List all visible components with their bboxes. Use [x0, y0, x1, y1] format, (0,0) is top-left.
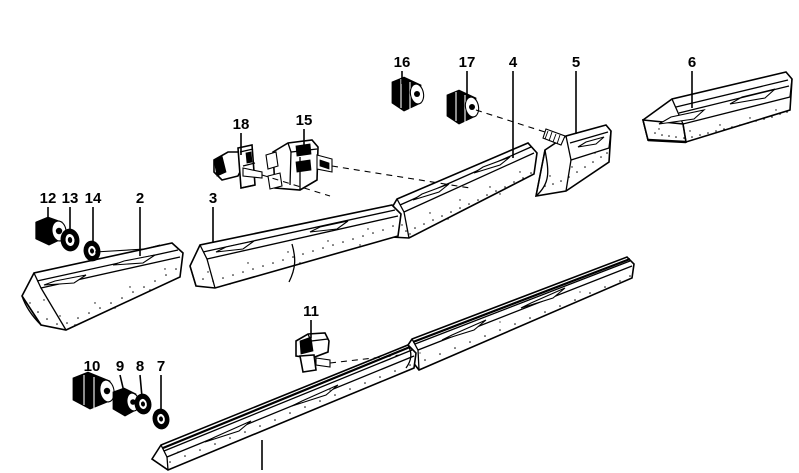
lower-rail-shading	[169, 275, 631, 463]
callout-16: 16	[394, 54, 411, 84]
callout-label-6: 6	[688, 54, 696, 71]
lower-rail-assembly	[150, 256, 635, 471]
callout-8: 8	[136, 358, 144, 398]
callout-17: 17	[459, 54, 476, 96]
part-6-front-end-cap	[641, 71, 793, 144]
callout-6: 6	[688, 54, 696, 108]
callout-label-13: 13	[62, 190, 79, 207]
callout-label-8: 8	[136, 358, 144, 375]
part-5-rear-end-cap	[534, 124, 612, 197]
part-5-stud	[542, 128, 566, 146]
callout-label-9: 9	[116, 358, 124, 375]
part-4-rocker-panel-rear-segment	[385, 142, 538, 239]
callout-13: 13	[62, 190, 79, 232]
part-6-shading	[654, 109, 788, 139]
part-17-spacer-sleeve	[446, 89, 480, 125]
callout-label-14: 14	[85, 190, 102, 207]
callout-5: 5	[572, 54, 580, 134]
callout-label-10: 10	[84, 358, 101, 375]
part-15-retaining-clip	[265, 139, 333, 191]
callout-label-2: 2	[136, 190, 144, 207]
callout-7: 7	[157, 358, 165, 411]
callout-14: 14	[85, 190, 102, 243]
callout-label-18: 18	[233, 116, 250, 133]
fastener-group-top-left	[35, 216, 101, 262]
callout-10: 10	[84, 358, 101, 381]
callout-label-4: 4	[509, 54, 518, 71]
callout-11: 11	[303, 303, 319, 338]
callout-12: 12	[40, 190, 57, 222]
callout-9: 9	[116, 358, 125, 393]
part-14-nut	[83, 240, 101, 262]
fastener-group-bottom-left	[72, 371, 170, 430]
part-10-sleeve	[72, 371, 115, 410]
callout-label-17: 17	[459, 54, 476, 71]
callout-label-15: 15	[296, 112, 313, 129]
part-3-rocker-panel-second-segment	[189, 204, 402, 289]
part-11-retaining-clip	[295, 332, 331, 373]
callout-label-16: 16	[394, 54, 411, 71]
assembly-guide-lines	[94, 109, 549, 364]
callout-15: 15	[296, 112, 313, 147]
part-3-shading	[202, 225, 394, 285]
callout-label-7: 7	[157, 358, 165, 375]
callout-18: 18	[233, 116, 250, 155]
part-2-shading	[29, 268, 177, 326]
part-18-retaining-clip	[213, 144, 263, 189]
part-8-washer	[134, 393, 152, 415]
part-4-shading	[396, 171, 532, 235]
part-5-shading	[544, 152, 608, 187]
callout-layer: 12 13 14 2 3 18 15 16	[40, 54, 696, 470]
part-2-rocker-panel-front-segment	[21, 242, 184, 331]
callout-3: 3	[209, 190, 217, 243]
callout-4: 4	[509, 54, 518, 158]
part-13-washer	[60, 228, 80, 252]
callout-label-3: 3	[209, 190, 217, 207]
callout-label-12: 12	[40, 190, 57, 207]
part-16-spacer-sleeve	[391, 76, 425, 112]
callout-label-11: 11	[303, 303, 319, 320]
part-7-nut	[152, 408, 170, 430]
callout-label-5: 5	[572, 54, 580, 71]
callout-2: 2	[136, 190, 144, 256]
